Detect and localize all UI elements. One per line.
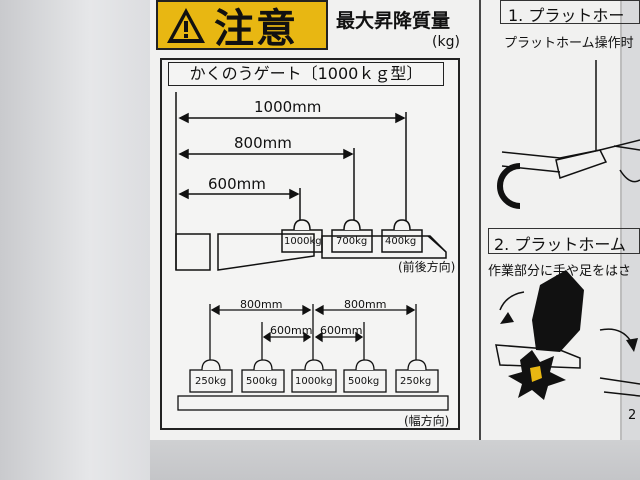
warning-triangle-icon	[167, 8, 205, 43]
arrow-icon	[500, 312, 514, 324]
width-weight-1000kg: 1000kg	[295, 376, 333, 387]
step2-title: 2. プラットホーム	[494, 235, 626, 254]
gate-spec-title: かくのうゲート〔1000ｋｇ型〕	[168, 62, 444, 86]
vehicle-surface	[0, 0, 150, 480]
width-weight-500kg-right: 500kg	[348, 376, 380, 387]
width-weight-250kg-right: 250kg	[400, 376, 432, 387]
width-dim-600mm-left: 600mm	[270, 324, 313, 337]
step1-subtitle: プラットホーム操作时	[504, 36, 634, 51]
dim-800mm: 800mm	[234, 134, 292, 152]
caution-label: 注意	[214, 6, 298, 52]
arrow-icon-2	[626, 338, 638, 352]
width-weight-250kg-left: 250kg	[195, 376, 227, 387]
step2-fragment: 2	[628, 408, 637, 423]
hand-icon	[532, 270, 584, 352]
weight-700kg: 700kg	[336, 236, 368, 247]
width-weight-500kg-left: 500kg	[246, 376, 278, 387]
caution-banner: 注意	[156, 0, 328, 52]
weight-1000kg: 1000kg	[284, 236, 322, 247]
sticker-edge-shadow	[150, 440, 640, 480]
max-lift-mass-heading: 最大昇降質量	[336, 10, 451, 32]
width-dim-800mm-right: 800mm	[344, 298, 387, 311]
dim-1000mm: 1000mm	[254, 98, 322, 116]
width-dim-800mm-left: 800mm	[240, 298, 283, 311]
width-dim-600mm-right: 600mm	[320, 324, 363, 337]
dim-600mm: 600mm	[208, 175, 266, 193]
width-direction: (幅方向)	[404, 414, 450, 428]
step2-subtitle: 作業部分に手や足をはさ	[488, 264, 632, 279]
max-lift-mass-unit: (kg)	[432, 34, 460, 50]
wheel-icon	[497, 163, 521, 209]
front-back-direction: (前後方向)	[398, 260, 456, 274]
weight-400kg: 400kg	[385, 236, 417, 247]
step1-title: 1. プラットホー	[508, 6, 625, 25]
